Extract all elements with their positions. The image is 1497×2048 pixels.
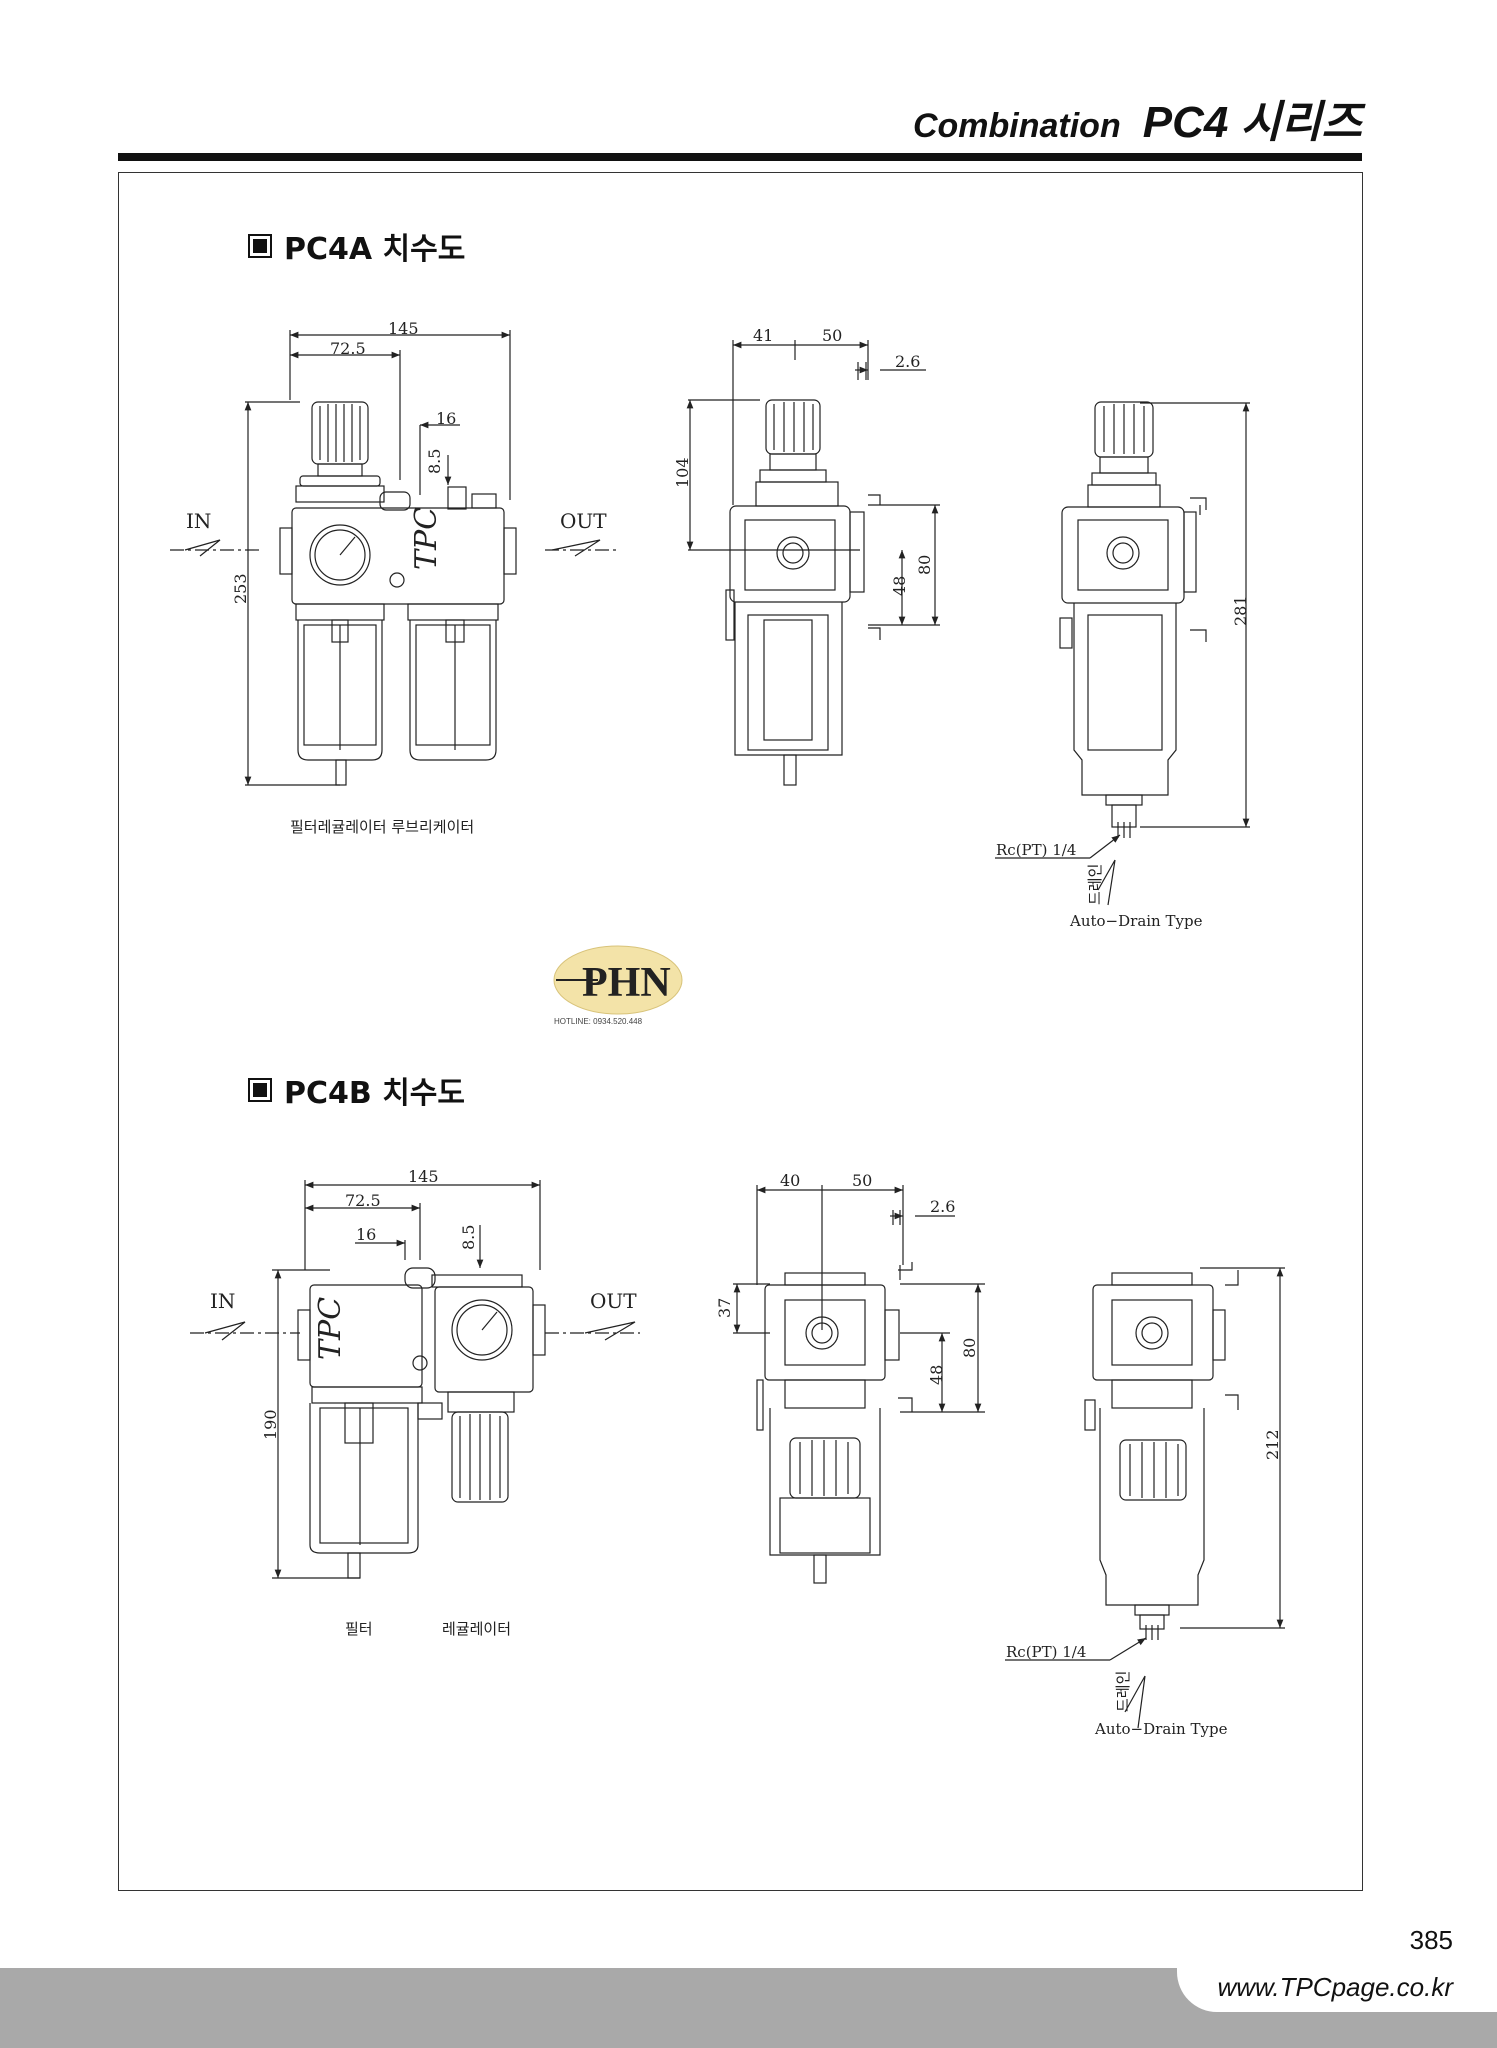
pc4b-front-labels: 145 72.5 16 8.5 190 IN OUT 필터 레귤레이터	[210, 1167, 637, 1638]
svg-text:16: 16	[436, 409, 456, 428]
page-number: 385	[1409, 1925, 1453, 1955]
phn-logo: PHN HOTLINE: 0934.520.448	[553, 945, 683, 1026]
pc4b-caption-regulator: 레귤레이터	[442, 1620, 511, 1638]
logo-hotline: HOTLINE: 0934.520.448	[554, 1017, 643, 1026]
pc4b-front-view: TPC	[190, 1180, 640, 1579]
svg-text:OUT: OUT	[560, 509, 607, 533]
svg-text:41: 41	[753, 326, 773, 345]
logo-text: PHN	[582, 960, 671, 1006]
header-model: PC4 시리즈	[1142, 98, 1362, 147]
svg-text:2.6: 2.6	[895, 352, 920, 371]
pc4a-autodrain-view	[995, 401, 1250, 906]
svg-text:80: 80	[960, 1338, 979, 1358]
header-rule	[118, 153, 1362, 161]
pc4b-rc-label: Rc(PT) 1/4	[1006, 1643, 1086, 1661]
pc4a-side-view	[686, 340, 940, 786]
page-header: Combination PC4 시리즈	[913, 86, 1362, 150]
pc4a-side-labels: 41 50 2.6 104 48 80	[673, 326, 934, 596]
svg-text:40: 40	[780, 1171, 800, 1190]
pc4a-autodrain-labels: 281 Rc(PT) 1/4 드레인 Auto−Drain Type	[996, 595, 1250, 930]
pc4b-drain-label: 드레인	[1114, 1671, 1132, 1712]
pc4a-front-labels: 145 72.5 16 8.5 253 IN OUT 필터레귤레이터 루브리케이…	[186, 319, 607, 836]
pc4b-side-view	[733, 1185, 985, 1584]
pc4a-rc-label: Rc(PT) 1/4	[996, 841, 1076, 859]
section-title-pc4a: PC4A 치수도	[248, 224, 465, 268]
svg-text:48: 48	[890, 576, 909, 596]
svg-text:281: 281	[1231, 595, 1250, 626]
pc4a-drain-label: 드레인	[1086, 864, 1104, 905]
svg-text:212: 212	[1263, 1429, 1282, 1460]
section-title-pc4b: PC4B 치수도	[248, 1068, 465, 1112]
pc4a-auto-drain-label: Auto−Drain Type	[1069, 912, 1203, 930]
svg-text:2.6: 2.6	[930, 1197, 955, 1216]
pc4a-caption: 필터레귤레이터 루브리케이터	[290, 818, 474, 836]
footer-tab	[1177, 1968, 1497, 2012]
pc4a-front-view: TPC	[170, 330, 620, 786]
svg-text:104: 104	[673, 457, 692, 488]
svg-text:145: 145	[408, 1167, 439, 1186]
brand-logo-tpc: TPC	[409, 507, 444, 570]
pc4b-auto-drain-label: Auto−Drain Type	[1094, 1720, 1228, 1738]
pc4b-side-labels: 40 50 2.6 37 48 80	[715, 1171, 979, 1385]
pc4b-autodrain-labels: 212 Rc(PT) 1/4 드레인 Auto−Drain Type	[1006, 1429, 1282, 1738]
content-frame	[118, 172, 1363, 1891]
square-bullet-icon	[248, 234, 272, 258]
brand-logo-tpc: TPC	[313, 1297, 348, 1360]
svg-text:190: 190	[261, 1409, 280, 1440]
svg-text:80: 80	[915, 555, 934, 575]
pc4b-caption-filter: 필터	[345, 1620, 373, 1638]
header-category: Combination	[912, 107, 1121, 145]
footer-url[interactable]: www.TPCpage.co.kr	[1217, 1972, 1453, 2002]
svg-text:50: 50	[822, 326, 842, 345]
square-bullet-icon	[248, 1078, 272, 1102]
svg-text:16: 16	[356, 1225, 376, 1244]
svg-text:IN: IN	[186, 509, 211, 533]
svg-text:37: 37	[715, 1298, 734, 1318]
svg-text:72.5: 72.5	[345, 1191, 381, 1210]
pc4b-autodrain-view	[1005, 1267, 1285, 1729]
svg-text:OUT: OUT	[590, 1289, 637, 1313]
svg-text:8.5: 8.5	[425, 449, 444, 474]
svg-text:145: 145	[388, 319, 419, 338]
svg-text:IN: IN	[210, 1289, 235, 1313]
svg-text:48: 48	[927, 1365, 946, 1385]
svg-text:8.5: 8.5	[459, 1225, 478, 1250]
svg-text:50: 50	[852, 1171, 872, 1190]
svg-text:253: 253	[231, 573, 250, 604]
svg-text:72.5: 72.5	[330, 339, 366, 358]
